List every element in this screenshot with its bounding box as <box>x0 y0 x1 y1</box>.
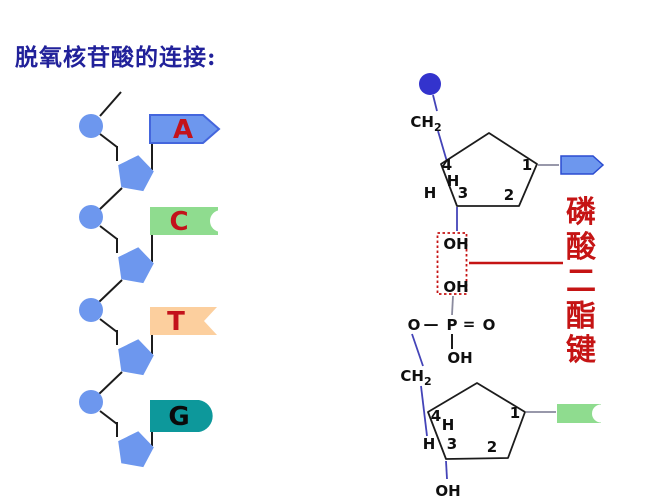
bond-line <box>451 295 454 316</box>
double-bond-symbol: = <box>463 315 476 333</box>
oh-label: OH <box>435 482 460 500</box>
top-phosphate-circle <box>419 73 441 95</box>
backbone-bond-line <box>99 133 118 148</box>
phosphate-circle <box>79 114 103 138</box>
phosphate-circle <box>79 390 103 414</box>
annotation-char: 二 <box>566 264 596 299</box>
bottom-sugar-ring <box>427 382 526 460</box>
backbone-bond-line <box>98 371 123 395</box>
carbon-4-label: 4 <box>431 407 441 425</box>
h-label: H <box>423 435 436 453</box>
o-label: O <box>483 316 496 334</box>
phosphodiester-bond-annotation: 磷 酸 二 酯 键 <box>561 195 601 369</box>
oh-label: OH <box>447 349 472 367</box>
backbone-bond-line <box>98 187 123 211</box>
base-label-g: G <box>168 402 189 432</box>
annotation-char: 磷 <box>566 195 596 230</box>
bond-line <box>445 460 448 480</box>
h-label: H <box>424 184 437 202</box>
ch2-text: CH <box>400 367 424 385</box>
ribbon-notch <box>592 404 610 423</box>
bond-line <box>432 94 438 112</box>
base-banner-t <box>150 307 217 335</box>
banner-notch <box>210 210 232 232</box>
sugar-pentagon <box>118 431 154 468</box>
annotation-char: 酯 <box>566 298 596 334</box>
page-title: 脱氧核苷酸的连接: <box>15 44 217 71</box>
bond-line <box>411 333 424 367</box>
annotation-char: 酸 <box>566 229 596 265</box>
ch2-subscript: 2 <box>434 121 442 134</box>
oh-label: OH <box>443 235 468 253</box>
annotation-char: 键 <box>566 333 596 368</box>
sugar-pentagon <box>118 155 154 192</box>
nucleotide-detail-diagram: CH2 4 1 H H 3 2 OH OH O — P = O <box>400 73 610 500</box>
ch2-label: CH2 <box>400 367 431 388</box>
carbon-3-label: 3 <box>447 435 457 453</box>
carbon-2-label: 2 <box>487 438 497 456</box>
backbone-bond-line <box>99 225 118 240</box>
backbone-bond-line <box>99 410 118 425</box>
sugar-pentagon <box>118 247 154 284</box>
carbon-3-label: 3 <box>458 184 468 202</box>
base-label-t: T <box>167 307 185 337</box>
phosphate-circle <box>79 205 103 229</box>
p-label: P <box>447 316 458 334</box>
single-bond-symbol: — <box>424 315 439 333</box>
backbone-bond-line <box>99 318 118 333</box>
top-sugar-ring <box>440 132 538 207</box>
base-label-a: A <box>173 115 193 145</box>
carbon-2-label: 2 <box>504 186 514 204</box>
base-banner-g <box>150 400 213 432</box>
ch2-subscript: 2 <box>424 375 432 388</box>
h-label: H <box>442 416 455 434</box>
base-label-c: C <box>169 207 188 237</box>
backbone-bond-line <box>99 91 122 117</box>
carbon-1-label: 1 <box>522 156 532 174</box>
dna-chain-diagram: A C T G <box>79 91 232 468</box>
oh-label: OH <box>443 278 468 296</box>
carbon-1-label: 1 <box>510 404 520 422</box>
bond-line <box>420 385 428 437</box>
o-label: O <box>408 316 421 334</box>
base-banner-a <box>149 114 221 144</box>
carbon-4-label: 4 <box>442 156 452 174</box>
h-label: H <box>447 172 460 190</box>
sugar-pentagon <box>118 339 154 376</box>
ch2-text: CH <box>410 113 434 131</box>
backbone-bond-line <box>98 279 123 303</box>
base-stub-ribbon <box>557 404 601 423</box>
ch2-label: CH2 <box>410 113 441 134</box>
base-stub-arrow <box>560 155 605 175</box>
base-banner-c <box>150 207 218 235</box>
phosphate-circle <box>79 298 103 322</box>
